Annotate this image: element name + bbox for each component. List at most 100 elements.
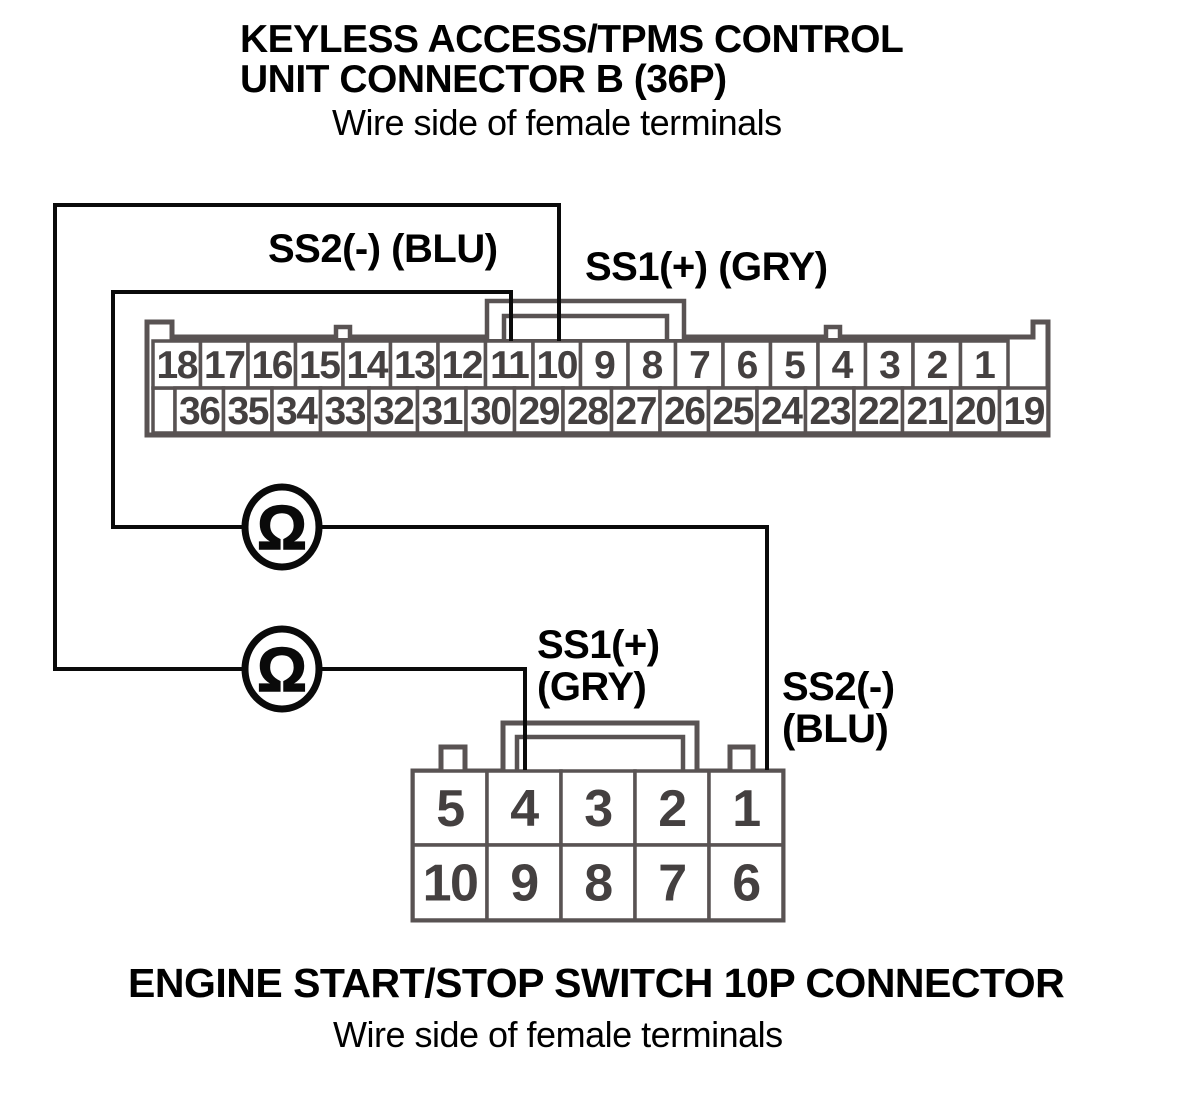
- pin-number-6: 6: [732, 855, 760, 913]
- wire-label-ss2-top: SS2(-) (BLU): [268, 227, 498, 271]
- pin-number-24: 24: [761, 390, 803, 433]
- pin-number-7: 7: [689, 344, 709, 387]
- pin-number-18: 18: [157, 344, 198, 387]
- pin-number-34: 34: [276, 390, 318, 433]
- ohmmeter-2-circle: [241, 625, 323, 713]
- pin-cell-6: [721, 339, 773, 390]
- pin-number-3: 3: [879, 344, 900, 387]
- pin-cell-9: [485, 843, 563, 922]
- pin-number-26: 26: [664, 390, 705, 433]
- pin-number-8: 8: [584, 855, 612, 913]
- pin-number-5: 5: [436, 780, 464, 838]
- pin-number-2: 2: [927, 344, 948, 387]
- pin-number-9: 9: [594, 344, 615, 387]
- wire-label-ss1-top: SS1(+) (GRY): [585, 245, 828, 289]
- pin-number-1: 1: [974, 344, 995, 387]
- pin-cell-35: [221, 386, 274, 435]
- ohmmeter-2-symbol: Ω: [257, 636, 307, 705]
- pin-number-7: 7: [658, 855, 685, 913]
- wire-label-ss2-bottom-line1: SS2(-): [782, 665, 895, 709]
- pin-number-3: 3: [584, 780, 612, 838]
- wire-label-ss2-bottom-line2: (BLU): [782, 707, 889, 751]
- pin-cell-7: [673, 339, 725, 390]
- pin-cell-19: [997, 386, 1050, 435]
- pin-number-21: 21: [907, 390, 948, 433]
- pin-number-8: 8: [642, 344, 663, 387]
- pin-number-9: 9: [510, 855, 537, 913]
- ohmmeter-1: Ω: [241, 483, 323, 571]
- wire-ss2-blu: [111, 290, 769, 770]
- wire-ss1-gry: [53, 203, 561, 770]
- pin-cell-7: [633, 843, 711, 922]
- pin-number-19: 19: [1004, 390, 1045, 433]
- pin-number-27: 27: [616, 390, 656, 433]
- pin-number-1: 1: [732, 780, 760, 838]
- pin-number-36: 36: [179, 390, 220, 433]
- footer-title: ENGINE START/STOP SWITCH 10P CONNECTOR: [128, 960, 1065, 1006]
- pin-cell-8: [626, 339, 678, 390]
- pin-number-33: 33: [325, 390, 366, 433]
- pin-number-12: 12: [442, 344, 483, 387]
- pin-cell-29: [512, 386, 565, 435]
- 36p-blank-cell: [151, 386, 177, 435]
- pin-number-10: 10: [423, 855, 478, 913]
- footer-subtitle: Wire side of female terminals: [333, 1014, 783, 1055]
- pin-number-2: 2: [658, 780, 685, 838]
- pin-cell-5: [411, 769, 489, 847]
- pin-cell-1: [707, 769, 785, 847]
- wire-label-ss1-bottom-line1: SS1(+): [537, 623, 660, 667]
- ohmmeter-1-symbol: Ω: [257, 494, 307, 563]
- pin-cell-20: [949, 386, 1002, 435]
- pin-number-13: 13: [394, 344, 435, 387]
- pin-cell-18: [151, 339, 203, 390]
- pin-number-14: 14: [347, 344, 389, 387]
- pin-number-17: 17: [204, 344, 244, 387]
- pin-number-22: 22: [858, 390, 899, 433]
- pin-cell-8: [559, 843, 637, 922]
- diagram-title-line2: UNIT CONNECTOR B (36P): [240, 58, 727, 101]
- pin-number-30: 30: [470, 390, 511, 433]
- pin-cell-25: [706, 386, 759, 435]
- wire-label-ss1-bottom-line2: (GRY): [537, 665, 647, 709]
- pin-number-20: 20: [955, 390, 996, 433]
- pin-cell-12: [436, 339, 488, 390]
- pin-number-16: 16: [252, 344, 293, 387]
- diagram-title-line1: KEYLESS ACCESS/TPMS CONTROL: [240, 18, 904, 61]
- pin-number-29: 29: [519, 390, 560, 433]
- ohmmeter-1-circle: [241, 483, 323, 571]
- pin-number-10: 10: [537, 344, 578, 387]
- 36p-keying-bump-right: [823, 324, 843, 338]
- pin-number-32: 32: [373, 390, 414, 433]
- pin-cell-24: [755, 386, 808, 435]
- pin-cell-6: [707, 843, 785, 922]
- pin-number-28: 28: [567, 390, 608, 433]
- diagram-subtitle: Wire side of female terminals: [332, 102, 782, 143]
- pin-cell-3: [559, 769, 637, 847]
- pin-cell-31: [415, 386, 468, 435]
- 36p-keying-bump-left: [333, 324, 353, 338]
- pin-number-35: 35: [228, 390, 269, 433]
- pin-number-5: 5: [784, 344, 805, 387]
- pin-cell-23: [803, 386, 856, 435]
- pin-number-31: 31: [422, 390, 463, 433]
- 36p-lock-bridge-inner: [501, 313, 670, 339]
- 10p-lock-bridge-inner: [514, 734, 686, 772]
- pin-number-23: 23: [810, 390, 851, 433]
- pin-cell-1: [958, 339, 1010, 390]
- pin-number-4: 4: [510, 780, 539, 838]
- ohmmeter-2: Ω: [241, 625, 323, 713]
- pin-cell-27: [609, 386, 662, 435]
- pin-number-11: 11: [490, 344, 529, 387]
- pin-number-6: 6: [737, 344, 758, 387]
- pin-cell-21: [900, 386, 953, 435]
- pin-number-15: 15: [299, 344, 340, 387]
- pin-cell-9: [578, 339, 630, 390]
